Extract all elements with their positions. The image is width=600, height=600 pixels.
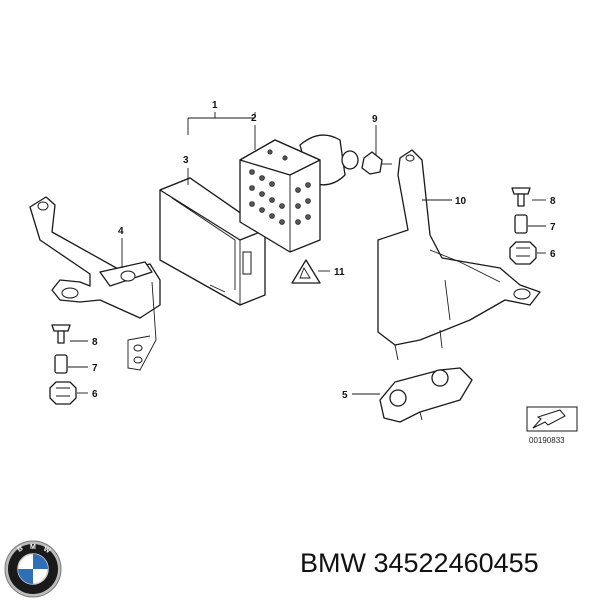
callout-6-left: 6 [92,389,98,400]
callout-4: 4 [118,226,124,237]
callout-labels: 1 2 3 4 11 9 10 8 7 6 8 7 6 5 [92,100,556,401]
part-number-caption: BMW 34522460455 [300,548,539,578]
callout-1: 1 [212,100,218,111]
direction-arrow-box: 00190833 [526,406,578,445]
fastener-group-right [509,187,537,265]
part-2-hydraulic-unit [239,134,359,253]
reference-code: 00190833 [529,436,565,445]
callout-3: 3 [183,155,189,166]
part-10-bracket [377,149,541,361]
direction-arrow-icon [532,409,566,429]
bmw-logo-icon: B M W [4,540,62,598]
callout-2: 2 [251,113,257,124]
callout-11: 11 [334,267,345,278]
part-11-warning-label [291,259,321,284]
callout-8-right: 8 [550,196,556,207]
part-9-rubber-mount [361,151,392,175]
callout-7-left: 7 [92,363,98,374]
svg-text:W: W [42,546,52,556]
hydraulic-ports [249,149,311,225]
callout-10: 10 [455,196,467,207]
part-3-control-module [159,177,266,306]
svg-text:B: B [17,545,25,554]
callout-5: 5 [342,390,348,401]
callout-9: 9 [372,114,378,125]
callout-6-right: 6 [550,249,556,260]
part-4-bracket [29,196,161,371]
callout-8-left: 8 [92,337,98,348]
fastener-group-left [49,324,77,405]
callout-7-right: 7 [550,222,556,233]
part-5-mount [379,367,473,423]
leader-lines [68,112,546,395]
svg-text:M: M [30,544,36,551]
